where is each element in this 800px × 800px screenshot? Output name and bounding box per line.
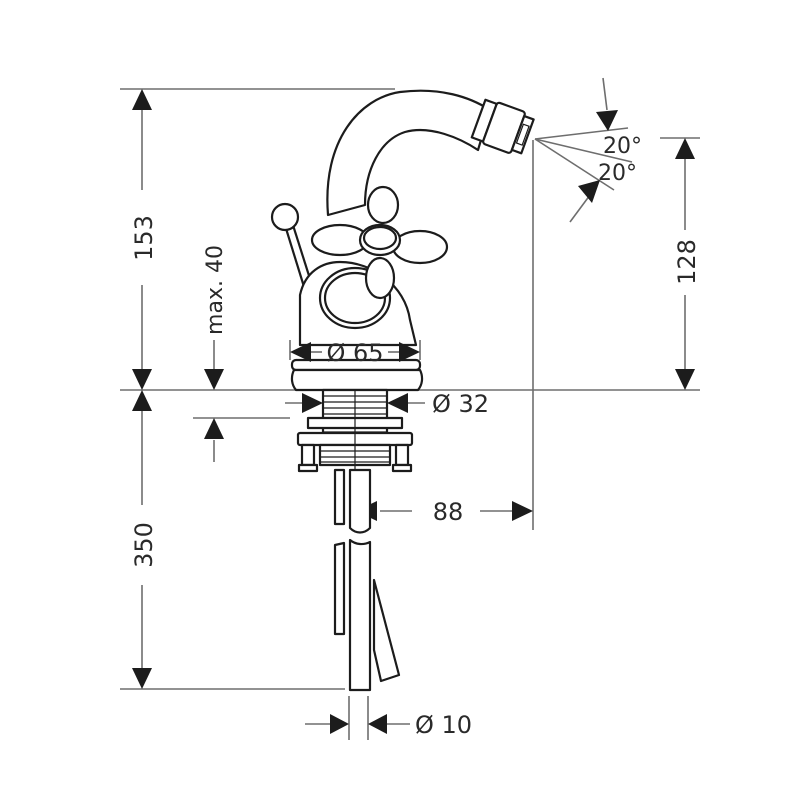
threaded-shank [296,388,414,473]
arrow-down-icon [132,369,152,390]
faucet-drawing: Ø 65 [270,89,535,692]
dimension-diameter-65: Ø 65 [289,339,421,367]
arrow-up-icon [132,390,152,411]
pop-up-rods [333,468,401,692]
dim-label-max-40: max. 40 [203,245,228,335]
dim-label-153: 153 [130,215,158,261]
dimension-diameter-32: Ø 32 [285,390,489,418]
fixing-bolt-right [394,443,410,467]
dimension-153: 153 [130,89,158,390]
dim-label-diameter-32: Ø 32 [432,390,489,418]
arrow-down-icon [596,110,618,131]
fixing-bolt-left [300,443,316,467]
lever-rod [282,221,307,291]
rod-lower-left [333,541,346,636]
body-rosette [318,266,392,330]
lever-rod-edge [290,221,313,283]
arrow-down-icon [204,369,224,390]
base-plate [290,368,424,392]
spout [326,89,492,217]
arrow-down-icon [675,369,695,390]
dimension-diameter-10: Ø 10 [305,696,472,740]
dimension-350: 350 [130,390,158,689]
arrow-right-icon [330,714,349,734]
dim-label-diameter-65: Ø 65 [326,339,383,367]
arrow-right-icon [512,501,533,521]
arrow-down-icon [132,668,152,689]
handle-arm-bottom [364,256,396,300]
dimension-88: 88 [356,498,533,526]
faucet-body [298,260,418,347]
rod-lower-right [348,538,372,692]
spout-aerator [470,98,535,155]
reference-lines [120,88,700,690]
dim-label-diameter-10: Ø 10 [415,711,472,739]
dimension-128: 128 [673,138,701,390]
dim-label-128: 128 [673,239,701,285]
arrow-up-icon [132,89,152,110]
handle-arm-right [391,229,449,265]
angle-label-upper: 20° [603,134,642,159]
dim-label-88: 88 [433,498,464,526]
dim-label-350: 350 [130,522,158,568]
dimension-max-40: max. 40 [203,245,228,462]
angle-label-lower: 20° [598,161,637,186]
spray-angle-dimension: 20° 20° [534,77,642,223]
arrow-right-icon [399,342,420,362]
rod-upper-right [348,468,372,534]
lever-knob [270,202,300,232]
arrow-left-icon [387,393,408,413]
handle-arm-top [366,185,400,225]
arrow-right-icon [302,393,323,413]
handle-hub [358,223,402,257]
rod-upper-left [333,468,346,526]
arrow-left-icon [368,714,387,734]
arrow-up-icon [578,180,600,203]
arrow-up-icon [675,138,695,159]
arrow-left-icon [290,342,311,362]
arrow-up-icon [204,418,224,439]
pop-up-linkage [372,578,401,683]
